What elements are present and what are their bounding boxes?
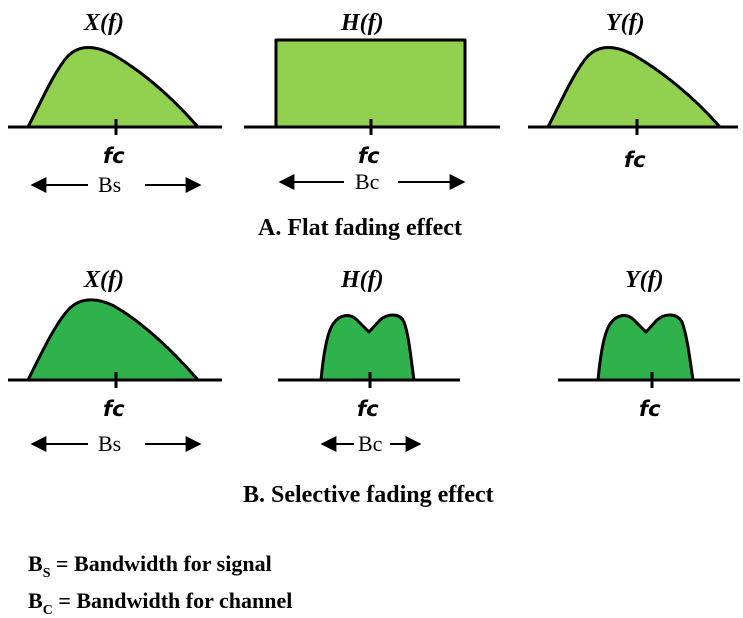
selective-channel-shape [319, 313, 416, 382]
selective-bc-label: Bc [358, 431, 383, 456]
flat-bc-label: Bc [355, 169, 380, 194]
flat-signal-shape [26, 46, 200, 129]
selective-signal-spectrum: X(f) fc Bs [8, 267, 222, 456]
selective-signal-shape [26, 298, 200, 382]
selective-signal-fc-label: fc [103, 397, 125, 421]
legend-bs-text: = Bandwidth for signal [50, 551, 271, 576]
selective-output-shape [596, 313, 695, 382]
legend-bc-symbol: B [28, 588, 43, 613]
flat-output-spectrum: Y(f) fc [528, 10, 738, 172]
flat-output-shape [546, 46, 722, 129]
flat-channel-fc-label: fc [358, 144, 380, 168]
selective-channel-fc-label: fc [357, 397, 379, 421]
flat-channel-response: H(f) fc Bc [244, 10, 500, 194]
selective-h-title: H(f) [340, 267, 384, 293]
panel-selective-fading: X(f) fc Bs H(f) fc Bc Y(f) fc [8, 267, 740, 508]
legend-bs: BS = Bandwidth for signal [28, 551, 272, 581]
legend: BS = Bandwidth for signal BC = Bandwidth… [28, 551, 292, 618]
legend-bc-subscript: C [43, 603, 53, 618]
flat-h-title: H(f) [340, 10, 384, 36]
selective-channel-response: H(f) fc Bc [278, 267, 460, 456]
selective-x-title: X(f) [83, 267, 124, 293]
flat-x-title: X(f) [83, 10, 124, 36]
selective-bs-label: Bs [98, 431, 121, 456]
panel-flat-fading: X(f) fc Bs H(f) fc Bc Y(f) fc [8, 10, 738, 241]
flat-signal-fc-label: fc [103, 144, 125, 168]
flat-signal-spectrum: X(f) fc Bs [8, 10, 222, 197]
selective-output-fc-label: fc [639, 397, 661, 421]
selective-y-title: Y(f) [625, 267, 664, 293]
legend-bs-symbol: B [28, 551, 43, 576]
flat-bs-label: Bs [98, 172, 121, 197]
flat-channel-shape [274, 38, 467, 129]
flat-fading-caption: A. Flat fading effect [258, 215, 462, 241]
flat-output-fc-label: fc [624, 148, 646, 172]
legend-bs-subscript: S [43, 566, 51, 581]
legend-bc: BC = Bandwidth for channel [28, 588, 292, 618]
legend-bc-text: = Bandwidth for channel [53, 588, 293, 613]
selective-output-spectrum: Y(f) fc [558, 267, 740, 421]
flat-y-title: Y(f) [606, 10, 645, 36]
selective-fading-caption: B. Selective fading effect [243, 482, 494, 508]
